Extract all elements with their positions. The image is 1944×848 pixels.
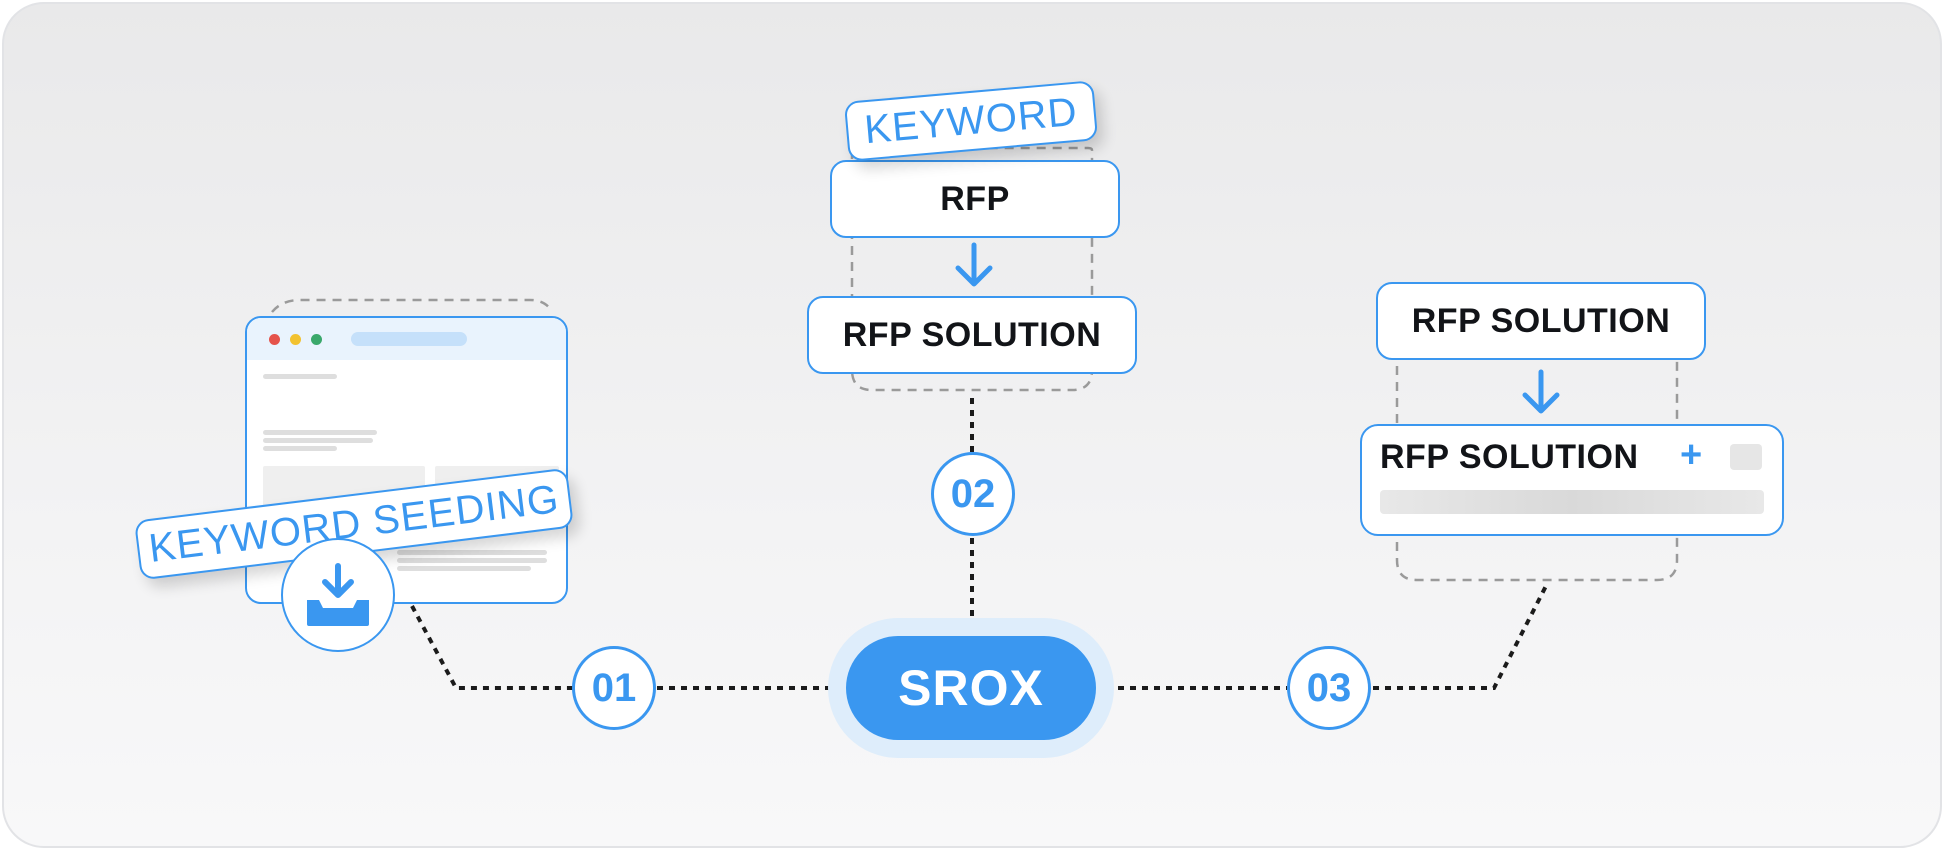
arrow-down-icon xyxy=(955,242,993,287)
rfp-card: RFP xyxy=(830,160,1120,238)
tray-download-icon xyxy=(307,563,369,626)
close-dot xyxy=(269,334,280,345)
skeleton-line xyxy=(263,374,337,379)
browser-toolbar xyxy=(247,318,566,360)
step1-group-outline xyxy=(271,298,554,313)
placeholder-bar xyxy=(1380,490,1764,514)
connector-step3 xyxy=(1373,581,1550,690)
placeholder-chip xyxy=(1730,444,1762,470)
skeleton-line xyxy=(263,430,377,435)
browser-mockup xyxy=(245,316,568,604)
skeleton-line xyxy=(263,446,337,451)
minimize-dot xyxy=(290,334,301,345)
skeleton-line xyxy=(397,566,531,571)
step2-group-outline xyxy=(850,146,1094,392)
rfp-solution-label: RFP SOLUTION xyxy=(1380,438,1639,476)
skeleton-line xyxy=(263,438,373,443)
rfp-solution-card: RFP SOLUTION xyxy=(807,296,1137,374)
step-03-badge: 03 xyxy=(1287,646,1371,730)
rfp-solution-card: RFP SOLUTION xyxy=(1376,282,1706,360)
arrow-down-icon xyxy=(1522,369,1560,414)
rfp-solution-expanded-card: RFP SOLUTION + xyxy=(1360,424,1784,536)
connector-step1 xyxy=(410,605,573,690)
address-bar xyxy=(351,332,467,346)
srox-hub: SROX xyxy=(846,636,1096,740)
plus-icon: + xyxy=(1680,434,1703,476)
skeleton-line xyxy=(397,550,547,555)
skeleton-line xyxy=(397,558,547,563)
step-01-badge: 01 xyxy=(572,646,656,730)
step-02-badge: 02 xyxy=(931,452,1015,536)
maximize-dot xyxy=(311,334,322,345)
download-badge xyxy=(281,538,395,652)
